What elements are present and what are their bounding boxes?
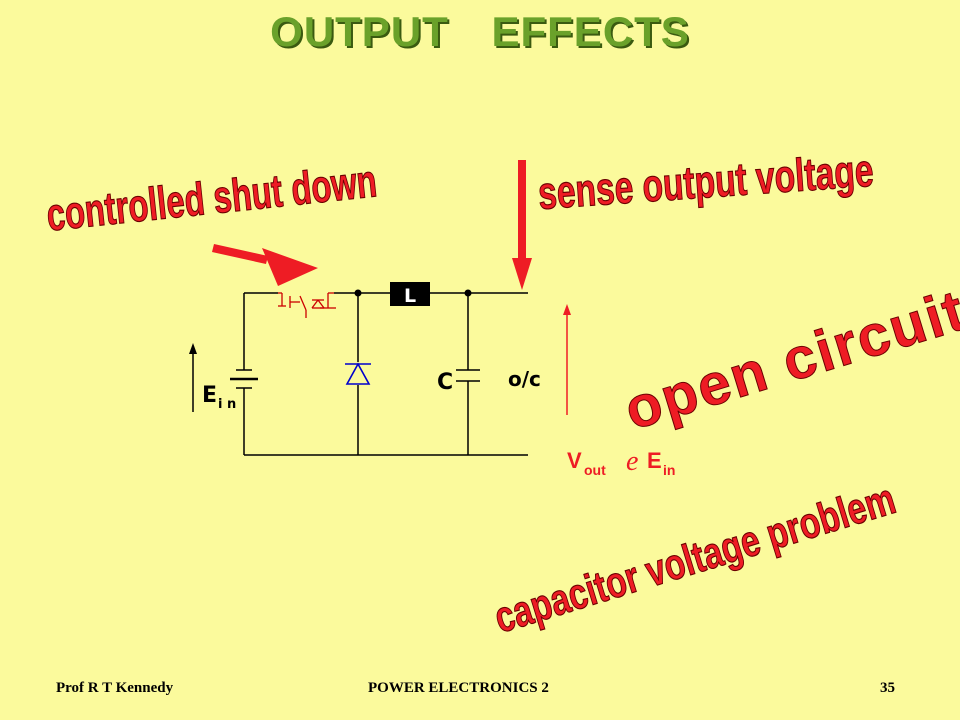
capacitor-symbol: [456, 369, 480, 382]
vout-ein-label: V out e E in: [567, 446, 675, 478]
slide-title: OUTPUT EFFECTS: [270, 8, 690, 55]
sense-arrow: [512, 160, 532, 290]
footer-author: Prof R T Kennedy: [56, 680, 174, 696]
open-circuit-annotation: open circuit: [617, 277, 960, 442]
inductor-label: L: [404, 285, 416, 307]
input-voltage-arrow: [189, 343, 197, 412]
sense-output-voltage-annotation: sense output voltage: [536, 145, 875, 220]
footer-course: POWER ELECTRONICS 2: [368, 680, 549, 696]
inductor-box: [390, 282, 430, 306]
controlled-shut-down-annotation: controlled shut down: [44, 156, 379, 241]
circuit-wires: [243, 292, 528, 456]
junction-dot-capacitor: [464, 289, 472, 297]
shutdown-arrow: [212, 244, 318, 286]
svg-text:i n: i n: [218, 397, 236, 412]
output-voltage-arrow: [563, 304, 571, 415]
svg-text:E: E: [202, 383, 217, 408]
capacitor-voltage-problem-annotation: capacitor voltage problem: [489, 475, 901, 643]
svg-text:in: in: [663, 462, 675, 478]
open-circuit-label: o/c: [508, 367, 541, 391]
svg-text:e: e: [626, 446, 638, 477]
input-source-battery: [230, 369, 258, 389]
svg-text:E: E: [647, 448, 662, 473]
diode-symbol: [345, 362, 371, 385]
footer-page-number: 35: [880, 680, 895, 696]
input-voltage-label: E i n: [202, 383, 236, 412]
junction-dot-diode: [354, 289, 362, 297]
svg-text:out: out: [584, 462, 606, 478]
capacitor-label: C: [437, 370, 453, 395]
svg-text:V: V: [567, 448, 582, 473]
switch-transistor: [278, 292, 336, 318]
